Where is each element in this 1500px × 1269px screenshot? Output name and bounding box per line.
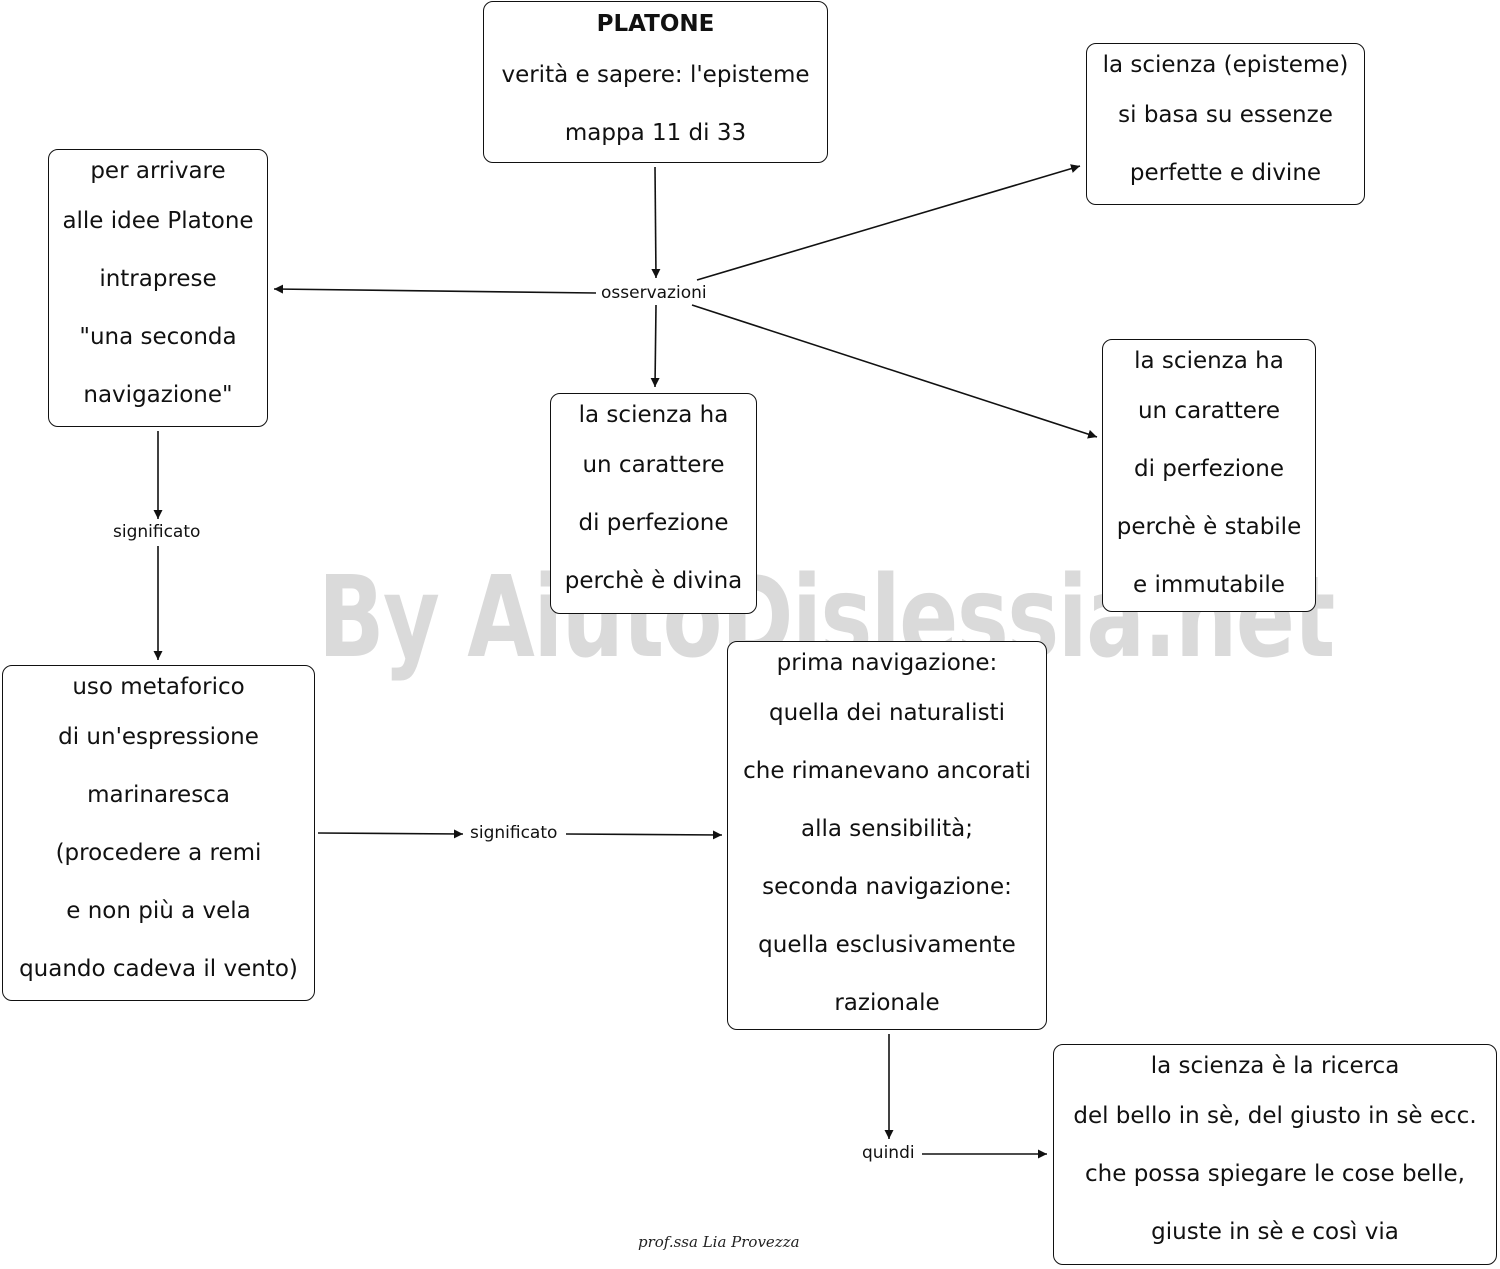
node-metaforico-line-3: marinaresca [87, 782, 230, 808]
node-essenze-line-3: perfette e divine [1129, 160, 1322, 186]
node-navigazioni-line-4: alla sensibilità; [801, 816, 973, 842]
link-label-osservazioni: osservazioni [597, 283, 711, 303]
node-stabile-line-2: un carattere [1137, 398, 1281, 424]
node-stabile-line-3: di perfezione [1133, 456, 1285, 482]
node-metaforico-line-1: uso metaforico [72, 674, 245, 700]
link-root-osservazioni [651, 166, 661, 279]
node-essenze-line-1: la scienza (episteme) [1102, 52, 1349, 78]
link-osservazioni-stabile [691, 304, 1098, 439]
link-osservazioni-seconda [273, 284, 597, 294]
node-seconda-line-3: intraprese [99, 266, 217, 292]
node-metaforico-line-2: di un'espressione [58, 724, 259, 750]
node-divina-line-2: un carattere [582, 452, 725, 478]
node-navigazioni-line-7: razionale [834, 990, 940, 1016]
node-seconda-line-2: alle idee Platone [62, 208, 254, 234]
node-navigazioni[interactable]: prima navigazione: quella dei naturalist… [727, 641, 1047, 1030]
link-osservazioni-divina [650, 304, 660, 388]
node-stabile-line-1: la scienza ha [1134, 348, 1284, 374]
node-seconda-navigazione[interactable]: per arrivare alle idee Platone intrapres… [48, 149, 268, 427]
node-navigazioni-line-5: seconda navigazione: [762, 874, 1012, 900]
link-label-significato-horizontal: significato [466, 823, 562, 843]
link-significato-navigazioni [565, 830, 723, 840]
node-stabile-line-4: perchè è stabile [1116, 514, 1302, 540]
node-root-line-2: mappa 11 di 33 [564, 120, 747, 146]
node-seconda-line-1: per arrivare [90, 158, 226, 184]
node-seconda-line-5: navigazione" [83, 382, 233, 408]
node-stabile[interactable]: la scienza ha un carattere di perfezione… [1102, 339, 1316, 612]
node-ricerca-line-3: che possa spiegare le cose belle, [1085, 1161, 1465, 1187]
node-ricerca[interactable]: la scienza è la ricerca del bello in sè,… [1053, 1044, 1497, 1265]
node-essenze[interactable]: la scienza (episteme) si basa su essenze… [1086, 43, 1365, 205]
node-seconda-line-4: "una seconda [79, 324, 237, 350]
link-label-significato-vertical: significato [109, 522, 205, 542]
author-credit: prof.ssa Lia Provezza [638, 1233, 800, 1251]
node-ricerca-line-4: giuste in sè e così via [1151, 1219, 1399, 1245]
node-metaforico-line-6: quando cadeva il vento) [19, 956, 298, 982]
node-root[interactable]: PLATONE verità e sapere: l'episteme mapp… [483, 1, 828, 163]
node-root-line-1: verità e sapere: l'episteme [501, 62, 810, 88]
link-label-quindi: quindi [858, 1143, 919, 1163]
link-metaforico-significato [317, 829, 464, 839]
node-navigazioni-line-6: quella esclusivamente [758, 932, 1016, 958]
node-metaforico[interactable]: uso metaforico di un'espressione marinar… [2, 665, 315, 1001]
node-metaforico-line-4: (procedere a remi [55, 840, 262, 866]
node-navigazioni-line-1: prima navigazione: [776, 650, 998, 676]
node-divina-line-1: la scienza ha [578, 402, 729, 428]
link-osservazioni-essenze [696, 164, 1081, 281]
node-stabile-line-5: e immutabile [1133, 572, 1285, 598]
node-essenze-line-2: si basa su essenze [1118, 102, 1333, 128]
node-ricerca-line-1: la scienza è la ricerca [1150, 1053, 1400, 1079]
node-ricerca-line-2: del bello in sè, del giusto in sè ecc. [1073, 1103, 1477, 1129]
node-navigazioni-line-3: che rimanevano ancorati [743, 758, 1031, 784]
node-navigazioni-line-2: quella dei naturalisti [769, 700, 1005, 726]
node-divina[interactable]: la scienza ha un carattere di perfezione… [550, 393, 757, 614]
node-root-title: PLATONE [596, 11, 715, 37]
node-divina-line-3: di perfezione [578, 510, 729, 536]
node-metaforico-line-5: e non più a vela [66, 898, 251, 924]
node-divina-line-4: perchè è divina [564, 568, 743, 594]
